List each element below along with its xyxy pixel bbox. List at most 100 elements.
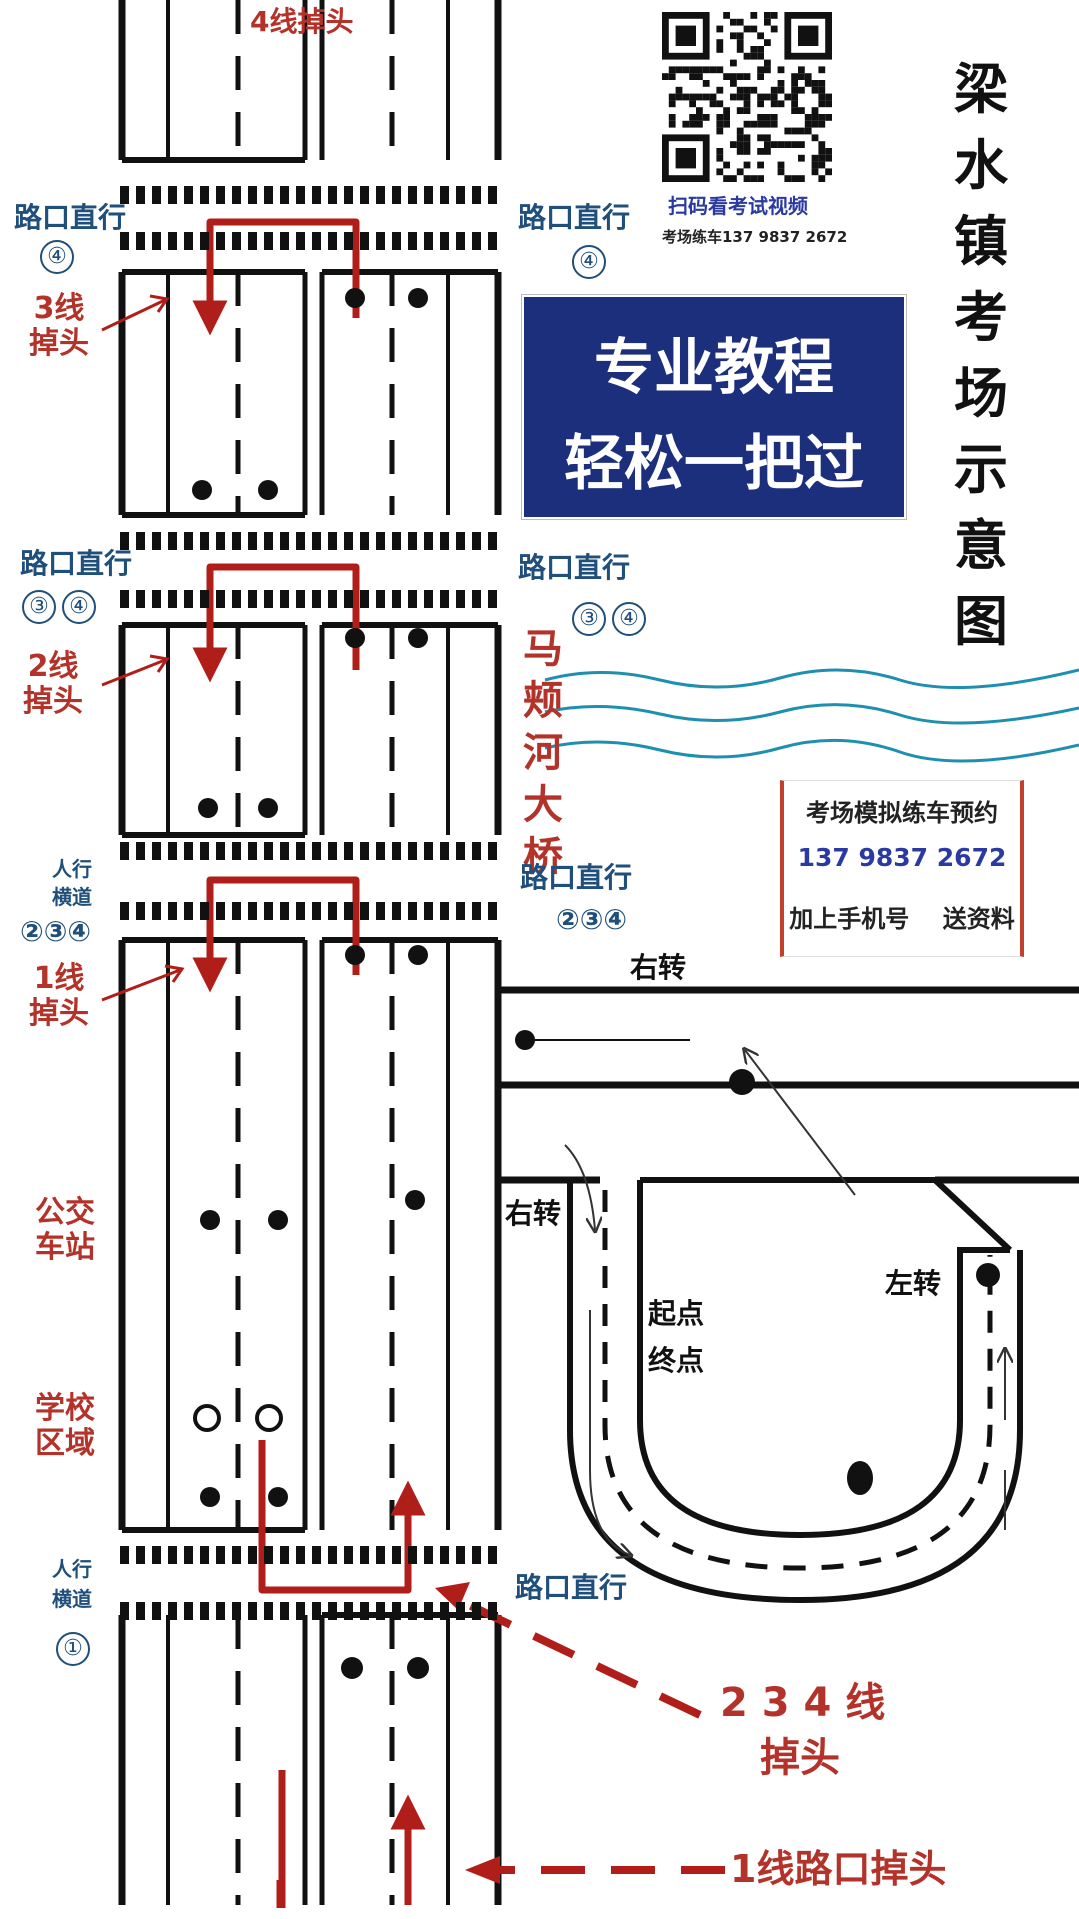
- crosswalk-stripe: [136, 1602, 145, 1620]
- crosswalk-stripe: [488, 1602, 497, 1620]
- crosswalk-stripe: [344, 186, 353, 204]
- crosswalk-stripe: [456, 590, 465, 608]
- crosswalk-stripe: [392, 842, 401, 860]
- crosswalk-stripe: [248, 186, 257, 204]
- crosswalk-stripe: [424, 1602, 433, 1620]
- crosswalk-stripe: [456, 902, 465, 920]
- label-uturn-4: 4线掉头: [250, 5, 354, 38]
- circle-num: ④: [62, 590, 96, 624]
- crosswalk-stripe: [456, 842, 465, 860]
- crosswalk-stripe: [392, 590, 401, 608]
- crosswalk-stripe: [296, 902, 305, 920]
- qr-phone-caption: 考场练车137 9837 2672: [662, 228, 848, 246]
- crosswalk-stripe: [216, 186, 225, 204]
- crosswalk-stripe: [232, 186, 241, 204]
- crosswalk-stripe: [488, 902, 497, 920]
- label-left-turn: 左转: [885, 1267, 942, 1300]
- label-uturn-1-intersection: 1线路口掉头: [730, 1847, 947, 1891]
- crosswalk-stripe: [232, 902, 241, 920]
- crosswalk-stripe: [264, 186, 273, 204]
- crosswalk-stripe: [168, 842, 177, 860]
- crosswalk-stripe: [440, 902, 449, 920]
- crosswalk-stripe: [248, 232, 257, 250]
- crosswalk-stripe: [200, 1546, 209, 1564]
- circle-num: ③: [22, 590, 56, 624]
- crosswalk-stripe: [376, 232, 385, 250]
- crosswalk-stripe: [392, 232, 401, 250]
- crosswalk-stripe: [264, 532, 273, 550]
- crosswalk-stripe: [216, 902, 225, 920]
- crosswalk-stripe: [488, 232, 497, 250]
- crosswalk-stripe: [120, 590, 129, 608]
- crosswalk-stripe: [248, 902, 257, 920]
- crosswalk-stripe: [376, 842, 385, 860]
- crosswalk-stripe: [488, 842, 497, 860]
- label-straight-left-1: 路口直行: [14, 201, 127, 234]
- guide-arrows: [564, 1050, 1005, 1555]
- crosswalk-stripe: [184, 232, 193, 250]
- crosswalk-stripe: [312, 1546, 321, 1564]
- crosswalk-stripe: [184, 842, 193, 860]
- crosswalk-stripe: [168, 232, 177, 250]
- crosswalk-stripe: [424, 590, 433, 608]
- crosswalk-stripe: [344, 532, 353, 550]
- crosswalk-stripe: [136, 842, 145, 860]
- hollow-dots: [193, 1404, 283, 1432]
- crosswalk-stripe: [328, 902, 337, 920]
- crosswalk-stripe: [216, 842, 225, 860]
- crosswalk-stripe: [440, 1602, 449, 1620]
- promo-line-2: 轻松一把过: [564, 429, 864, 499]
- crosswalk-stripe: [248, 842, 257, 860]
- crosswalk-stripe: [152, 1602, 161, 1620]
- label-uturn-234-line2: 掉头: [760, 1735, 840, 1781]
- crosswalk-stripe: [360, 842, 369, 860]
- crosswalk-stripe: [408, 1602, 417, 1620]
- crosswalk-stripe: [232, 590, 241, 608]
- crosswalk-stripe: [232, 532, 241, 550]
- crosswalk-stripe: [456, 532, 465, 550]
- label-bus-stop: 公交车站: [35, 1195, 95, 1265]
- qr-code: [662, 12, 832, 182]
- label-straight-left-2: 路口直行: [20, 547, 133, 580]
- crosswalk-stripe: [312, 590, 321, 608]
- crosswalk-stripe: [280, 186, 289, 204]
- crosswalk-stripe: [488, 590, 497, 608]
- crosswalk-stripe: [344, 902, 353, 920]
- label-start: 起点: [648, 1297, 705, 1330]
- crosswalk-stripe: [280, 842, 289, 860]
- crosswalk-stripe: [296, 1602, 305, 1620]
- crosswalk-stripe: [200, 232, 209, 250]
- crosswalk-stripe: [312, 532, 321, 550]
- crosswalk-stripe: [200, 590, 209, 608]
- crosswalk-stripe: [216, 1546, 225, 1564]
- crosswalk-stripe: [392, 1546, 401, 1564]
- crosswalk-stripe: [200, 842, 209, 860]
- crosswalk-stripe: [360, 902, 369, 920]
- dots: [192, 288, 1000, 1679]
- label-right-turn-left: 右转: [505, 1197, 562, 1230]
- crosswalk-stripe: [280, 1546, 289, 1564]
- crosswalk-stripe: [216, 590, 225, 608]
- crosswalk-stripe: [120, 902, 129, 920]
- label-uturn-2: 2线掉头: [23, 649, 83, 719]
- qr-caption: 扫码看考试视频: [668, 194, 808, 218]
- circle-num: ④: [612, 602, 646, 636]
- crosswalk-stripe: [264, 232, 273, 250]
- crosswalk-stripe: [184, 590, 193, 608]
- label-crosswalk-a-2: 横道: [52, 885, 92, 909]
- crosswalk-stripe: [440, 1546, 449, 1564]
- crosswalk-stripe: [312, 842, 321, 860]
- crosswalk-stripe: [120, 1602, 129, 1620]
- booking-phone: 137 9837 2672: [797, 843, 1007, 872]
- side-road: [494, 986, 1079, 1184]
- river: [544, 668, 1079, 763]
- crosswalk-stripe: [376, 902, 385, 920]
- crosswalk-stripe: [168, 1602, 177, 1620]
- stop-lines: [122, 157, 498, 1618]
- crosswalk-stripe: [408, 842, 417, 860]
- crosswalk-stripe: [152, 532, 161, 550]
- crosswalk-stripe: [472, 186, 481, 204]
